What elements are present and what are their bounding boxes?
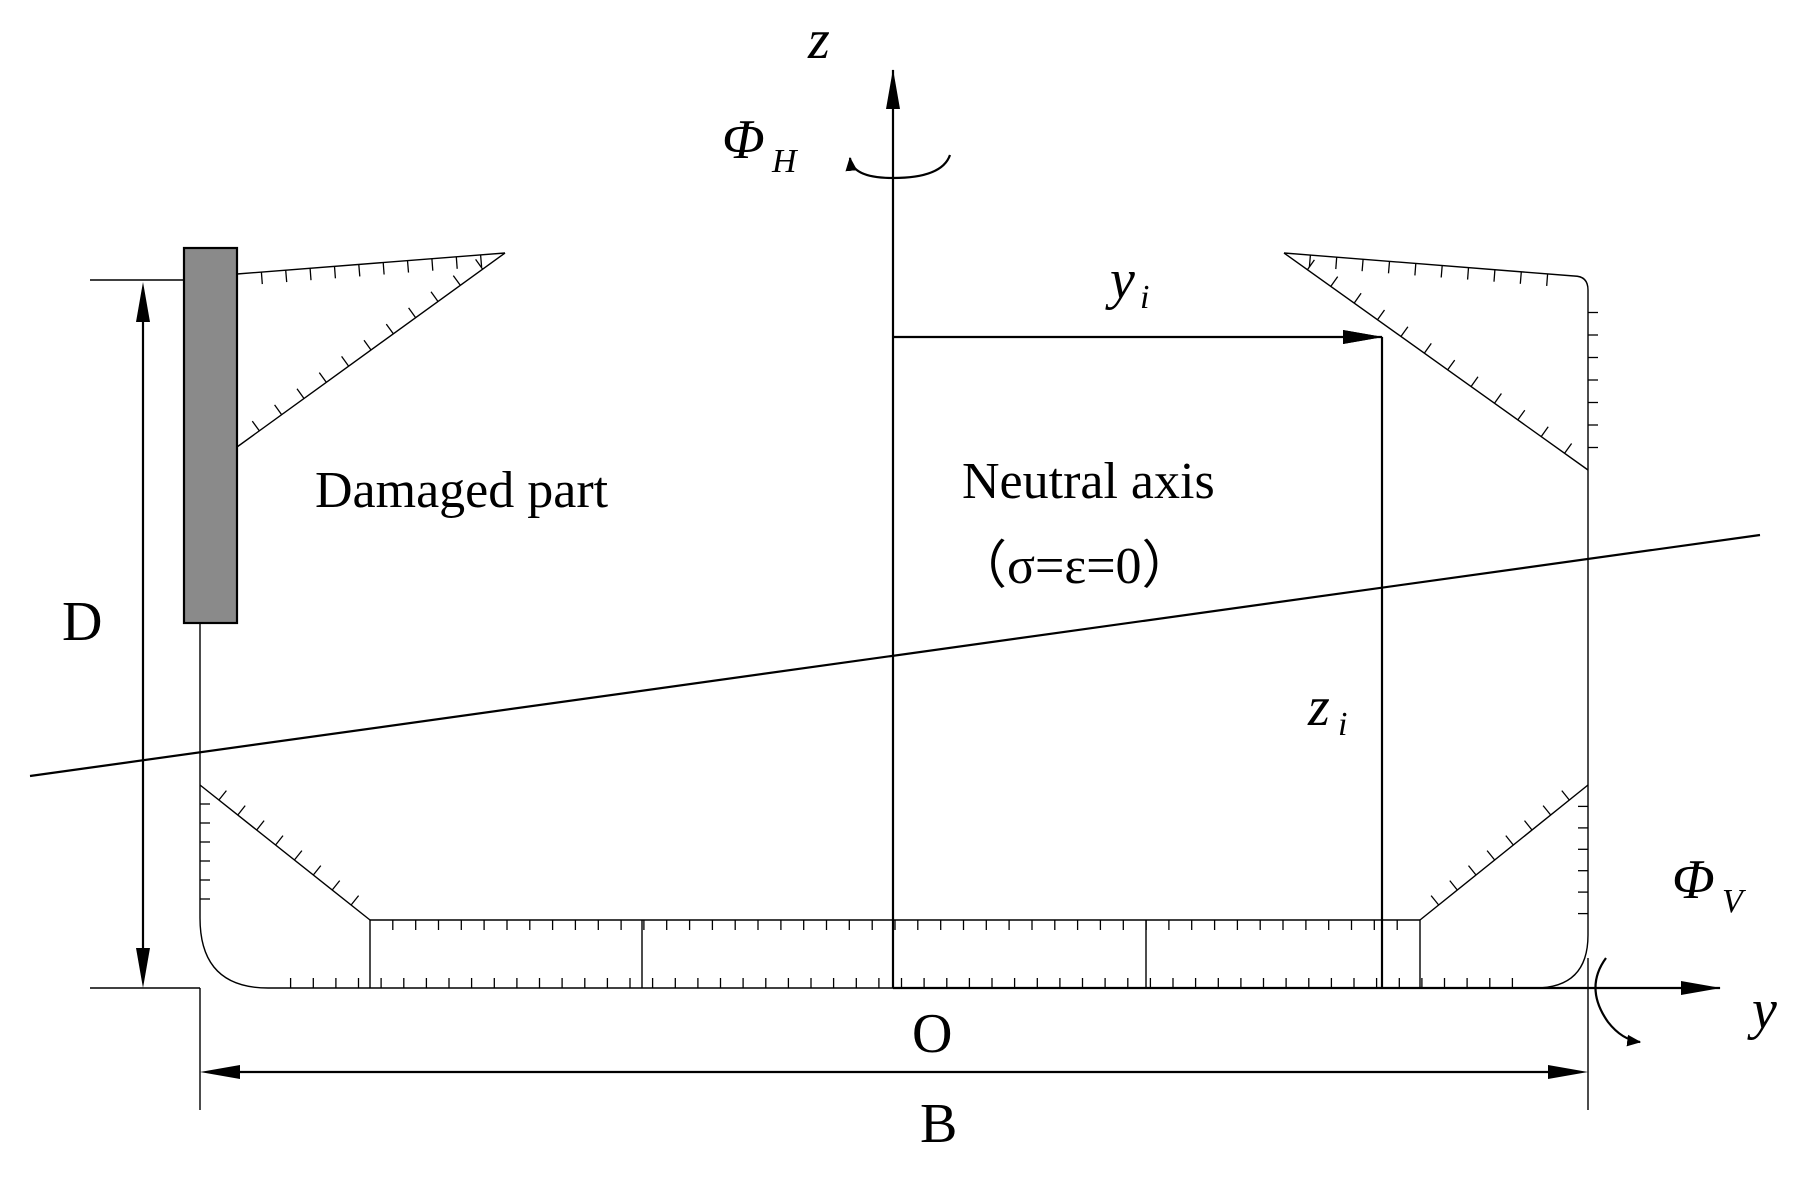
stiffener-tick [431,258,434,271]
stiffener-tick [251,420,260,432]
stiffener-tick [1486,850,1496,861]
stiffener-tick [312,865,322,876]
stiffener-tick [318,372,327,383]
stiffener-tick [1467,865,1477,876]
damaged-part-label: Damaged part [315,462,609,519]
stiffener-tick [406,260,410,273]
neutral-axis-line [29,533,1761,778]
double-bottom [369,919,1421,988]
stiffener-tick [1542,805,1552,816]
phi-h-rotation-arrow [845,154,952,180]
zi-label: z i [1307,676,1347,743]
svg-text:V: V [1722,883,1747,920]
stiffener-tick [309,268,312,281]
bottom-left-hopper [199,784,371,921]
breadth-label: B [920,1093,957,1155]
svg-text:Φ: Φ [722,109,765,171]
stiffener-tick [1414,263,1417,276]
stiffener-tick [218,790,227,801]
stiffener-tick [1330,276,1339,287]
stiffener-tick [430,291,439,302]
bottom-right-hopper [1419,784,1589,921]
yi-label: y i [1105,249,1149,316]
stiffener-tick [358,264,361,277]
stiffener-tick [382,262,385,275]
left-bilge [199,917,269,989]
neutral-axis-condition: （σ=ε=0） [955,538,1194,595]
stiffener-tick [1546,273,1549,286]
breadth-dimension [199,958,1589,1110]
origin-label: O [912,1003,952,1065]
top-right-wing-tank [1283,252,1589,471]
depth-label: D [62,591,102,653]
stiffener-tick [1306,259,1315,271]
stiffener-tick [1470,376,1479,387]
stiffener-tick [1505,835,1514,846]
stiffener-tick [1561,790,1570,801]
stiffener-tick [1353,292,1362,304]
stiffener-tick [1564,443,1573,454]
stiffener-tick [452,275,461,286]
z-axis-label: z [807,9,830,71]
stiffener-tick [1376,309,1386,321]
stiffener-tick [237,805,246,816]
stiffener-tick [1430,895,1440,906]
stiffener-tick [296,388,305,399]
stiffener-tick [385,323,394,335]
stiffener-tick [285,270,288,283]
svg-text:i: i [1338,706,1347,743]
stiffener-tick [350,895,360,906]
stiffener-tick [260,272,263,285]
stiffener-tick [341,356,350,367]
stiffener-tick [331,880,341,891]
stiffener-tick [1540,426,1549,437]
stiffener-tick [1361,259,1364,272]
stiffener-tick [1517,409,1526,421]
svg-text:i: i [1140,279,1149,316]
stiffener-tick [1308,255,1312,268]
svg-text:Φ: Φ [1672,849,1715,911]
phi-h-label: Φ H [722,109,799,180]
svg-text:z: z [1307,676,1330,738]
stiffener-tick [1440,265,1443,278]
phi-v-label: Φ V [1672,849,1747,920]
stiffener-tick [274,404,283,416]
stiffener-tick [1387,261,1391,274]
stiffener-tick [475,259,484,270]
stiffener-tick [1400,326,1409,337]
top-right-corner [1573,275,1589,291]
svg-text:H: H [771,143,799,180]
stiffener-tick [455,256,458,269]
stiffener-tick [293,850,303,861]
stiffener-tick [1493,393,1502,404]
stiffener-tick [1447,359,1456,371]
stiffener-tick [1449,880,1458,891]
right-bilge [1534,934,1589,989]
stiffener-tick [256,820,265,831]
stiffener-tick [275,835,284,846]
stiffener-tick [333,266,337,279]
phi-v-rotation-arrow [1594,957,1642,1047]
stiffener-tick [1466,267,1470,280]
stiffener-tick [1523,820,1533,831]
stiffener-tick [1519,271,1522,284]
stiffener-ticks [200,254,1598,988]
neutral-axis-label: Neutral axis [962,453,1215,510]
stiffener-tick [1423,343,1432,354]
damaged-part-block [182,246,239,625]
stiffener-tick [479,254,483,267]
stiffener-tick [408,307,417,319]
stiffener-tick [1493,269,1496,282]
stiffener-tick [363,339,372,351]
y-axis-label: y [1747,979,1777,1041]
stiffener-tick [1335,257,1338,270]
svg-text:y: y [1105,249,1135,311]
depth-dimension [90,279,200,989]
